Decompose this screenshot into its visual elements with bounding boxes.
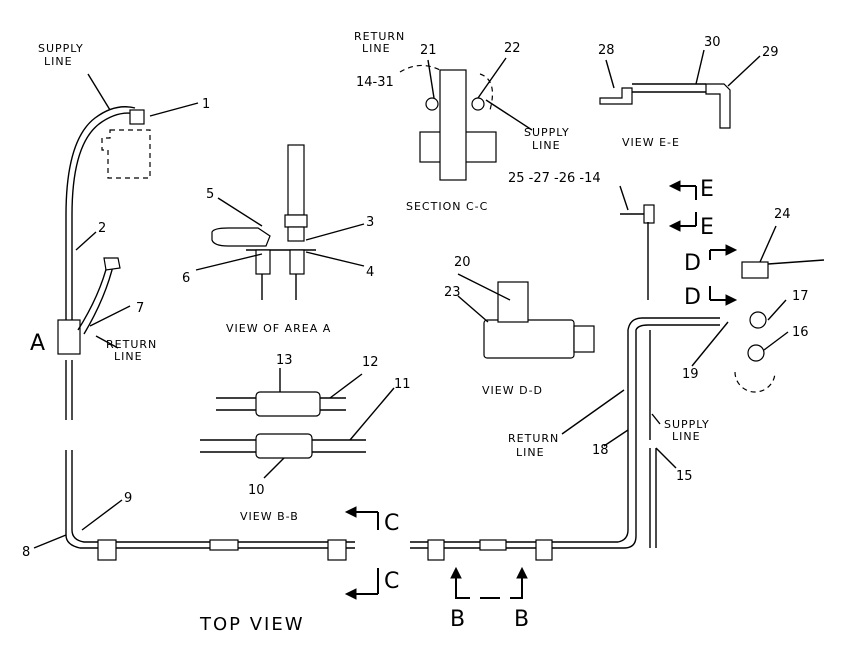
- callout-28: 28: [598, 43, 615, 58]
- callout-11: 11: [394, 377, 411, 392]
- view-bb-fittings: [200, 391, 366, 459]
- caption-view-area-a: VIEW OF AREA A: [226, 322, 331, 335]
- callout-17: 17: [792, 289, 809, 304]
- caption-section-cc: SECTION C-C: [406, 200, 488, 213]
- callout-5: 5: [206, 187, 214, 202]
- callout-2: 2: [98, 221, 106, 236]
- area-a-detail: [211, 144, 316, 300]
- left-supply-line-assembly: [57, 106, 151, 549]
- supply-line-label-right: SUPPLY LINE: [664, 418, 710, 443]
- callout-30: 30: [704, 35, 721, 50]
- return-line-label-cc: RETURN LINE: [354, 30, 405, 55]
- section-letter-e-bottom: E: [700, 215, 714, 240]
- callout-21: 21: [420, 43, 437, 58]
- callout-29: 29: [762, 45, 779, 60]
- callout-19: 19: [682, 367, 699, 382]
- section-letter-c-top: C: [384, 511, 399, 536]
- caption-view-ee: VIEW E-E: [622, 136, 680, 149]
- section-cut-c: [344, 506, 379, 600]
- supply-line-label-top: SUPPLY LINE: [38, 42, 84, 68]
- callout-15: 15: [676, 469, 693, 484]
- callout-7: 7: [136, 301, 144, 316]
- view-dd-detail: [483, 281, 595, 359]
- callout-14-31: 14-31: [356, 75, 394, 90]
- callout-18: 18: [592, 443, 609, 458]
- section-letter-c-bottom: C: [384, 569, 399, 594]
- supply-line-label-right-2: LINE: [672, 430, 701, 443]
- caption-top-view: TOP VIEW: [199, 614, 305, 635]
- supply-line-label-top-2: LINE: [44, 55, 73, 68]
- callout-8: 8: [22, 545, 30, 560]
- callout-12: 12: [362, 355, 379, 370]
- caption-view-dd: VIEW D-D: [482, 384, 543, 397]
- callout-1: 1: [202, 97, 210, 112]
- section-letter-e-top: E: [700, 177, 714, 202]
- callout-3: 3: [366, 215, 374, 230]
- return-line-label-left-1: RETURN: [106, 338, 157, 351]
- callout-6: 6: [182, 271, 190, 286]
- return-line-label-right: RETURN LINE: [508, 432, 559, 459]
- supply-line-label-right-1: SUPPLY: [664, 418, 710, 431]
- return-line-label-right-1: RETURN: [508, 432, 559, 445]
- caption-view-bb: VIEW B-B: [240, 510, 299, 523]
- view-ee-detail: [599, 83, 731, 129]
- bottom-lines: [97, 317, 720, 561]
- callout-9: 9: [124, 491, 132, 506]
- section-cut-b: [450, 566, 528, 599]
- supply-line-label-cc-2: LINE: [532, 139, 561, 152]
- callout-23: 23: [444, 285, 461, 300]
- callout-10: 10: [248, 483, 265, 498]
- section-letter-a: A: [30, 331, 45, 356]
- return-line-label-cc-2: LINE: [362, 42, 391, 55]
- callout-22: 22: [504, 41, 521, 56]
- return-line-label-cc-1: RETURN: [354, 30, 405, 43]
- return-line-label-left: RETURN LINE: [106, 338, 157, 363]
- section-letter-b-left: B: [450, 607, 465, 632]
- section-letter-b-right: B: [514, 607, 529, 632]
- section-cut-d: [709, 244, 738, 306]
- callout-16: 16: [792, 325, 809, 340]
- callout-24: 24: [774, 207, 791, 222]
- callout-25-27-26-14: 25 -27 -26 -14: [508, 171, 601, 186]
- return-line-label-right-2: LINE: [516, 446, 545, 459]
- section-letter-d-bottom: D: [684, 285, 701, 310]
- section-cc-detail: [399, 64, 497, 181]
- supply-line-label-top-1: SUPPLY: [38, 42, 84, 55]
- supply-line-label-cc: SUPPLY LINE: [524, 126, 570, 152]
- return-line-label-left-2: LINE: [114, 350, 143, 363]
- callout-13: 13: [276, 353, 293, 368]
- section-cut-e: [668, 180, 697, 232]
- callout-4: 4: [366, 265, 374, 280]
- section-letter-d-top: D: [684, 251, 701, 276]
- supply-line-label-cc-1: SUPPLY: [524, 126, 570, 139]
- leader-lines: [33, 49, 789, 549]
- right-components: [620, 204, 825, 393]
- callout-20: 20: [454, 255, 471, 270]
